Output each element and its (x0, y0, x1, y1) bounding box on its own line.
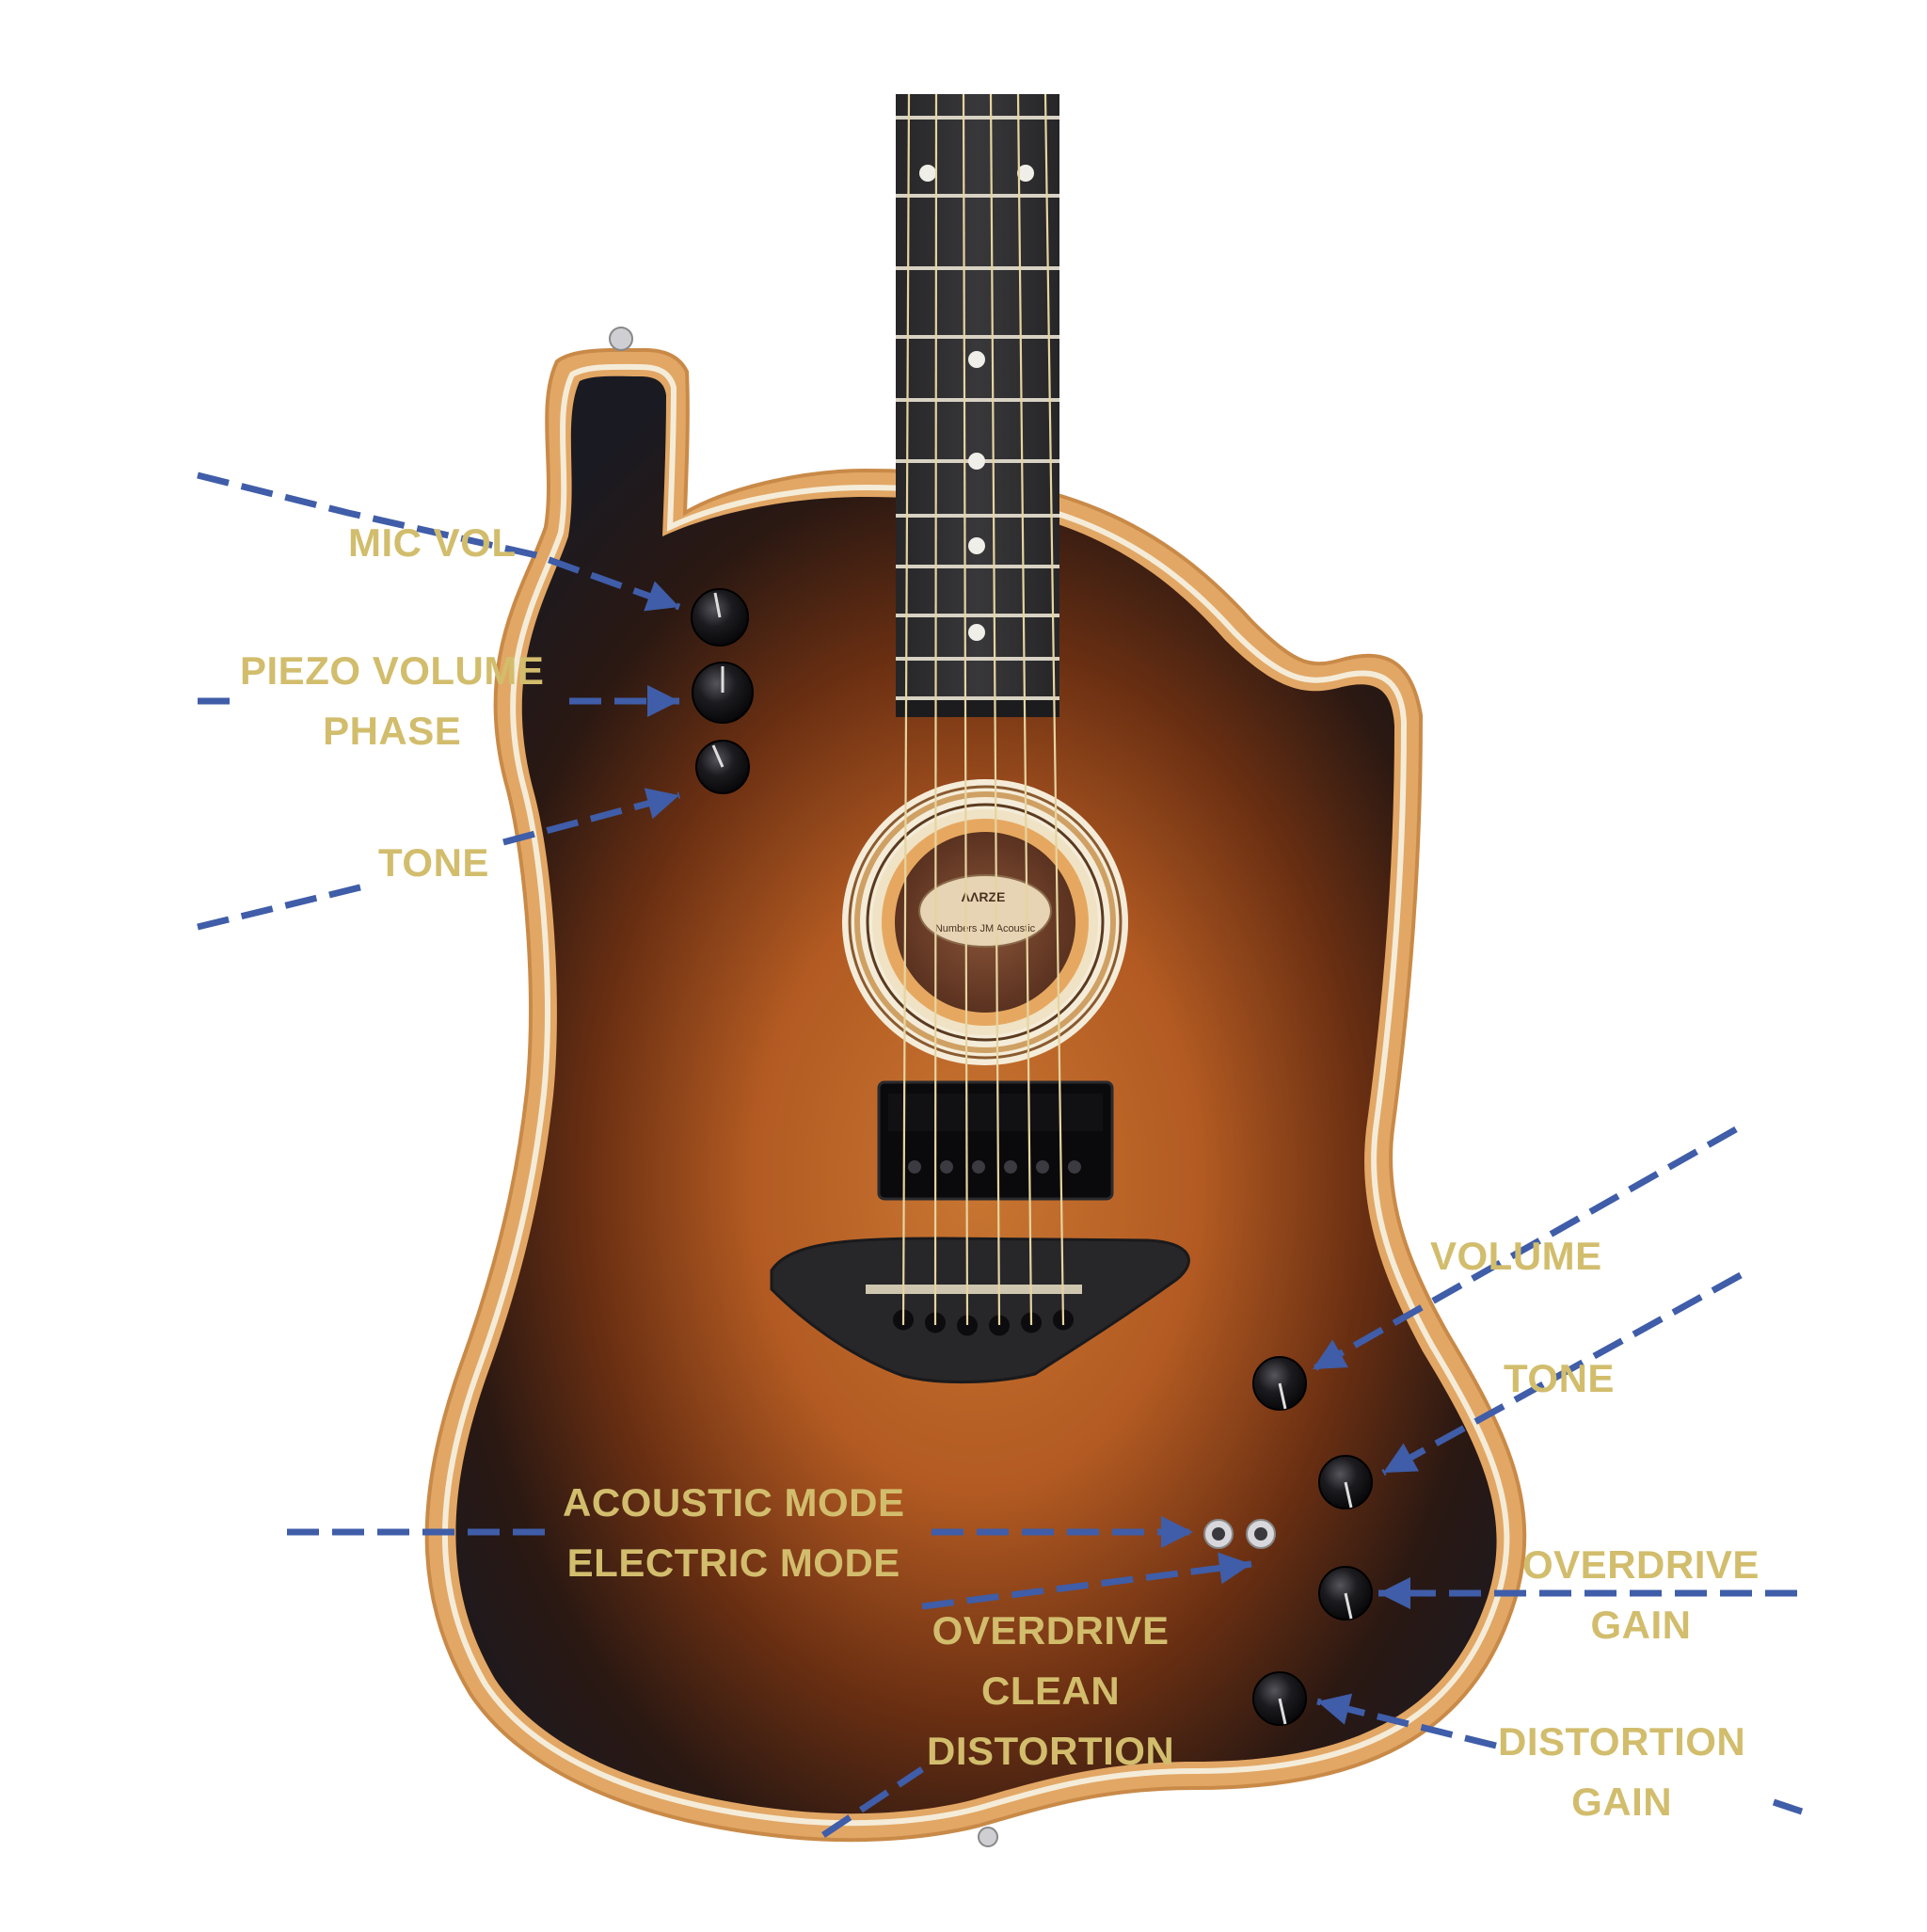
label-tone-lower-text: TONE (1504, 1356, 1615, 1400)
pole-piece (908, 1160, 921, 1174)
label-distortion-gain-text-2: GAIN (1571, 1780, 1673, 1824)
label-phase-text: PHASE (323, 709, 462, 753)
label-acoustic-mode-text: ACOUSTIC MODE (563, 1480, 905, 1525)
fret-inlay (968, 624, 985, 641)
string (1016, 93, 1033, 1326)
arrow-mode-switch-head-icon (1218, 1552, 1251, 1585)
fret-inlay (968, 453, 985, 470)
arrow-distortion-gain-tail-icon (1772, 1798, 1804, 1815)
piezo-tone-knob-icon[interactable] (695, 740, 750, 794)
volume-knob-icon[interactable] (1252, 1356, 1307, 1411)
arrow-mic-vol-head-icon (644, 581, 679, 612)
string (901, 93, 911, 1326)
string (1043, 93, 1065, 1326)
acoustic-electric-toggle-switch-icon[interactable] (1203, 1519, 1234, 1549)
strap-button-bottom (978, 1827, 998, 1847)
soundhole-brand: ΛΛRZE (962, 889, 1006, 904)
neck-pickup (877, 1080, 1114, 1201)
pole-piece (1036, 1160, 1049, 1174)
arrow-mode-switch-icon (921, 1560, 1252, 1610)
arrow-overdrive-gain-head-icon (1378, 1577, 1410, 1609)
arrow-piezo-volume-2-head-icon (647, 685, 679, 717)
piezo-volume-phase-knob-icon[interactable] (692, 662, 754, 724)
arrow-tone-lower-head-icon (1383, 1443, 1419, 1473)
label-mode-distortion-text: DISTORTION (927, 1729, 1175, 1773)
label-overdrive-clean-distortion: OVERDRIVE CLEAN DISTORTION (927, 1611, 1174, 1771)
label-distortion-gain-text-1: DISTORTION (1498, 1719, 1746, 1764)
strap-button-top (609, 327, 633, 351)
label-piezo-volume-text: PIEZO VOLUME (240, 648, 545, 693)
arrow-volume-head-icon (1313, 1339, 1348, 1369)
string (933, 93, 938, 1326)
bridge-pin (957, 1315, 978, 1336)
label-mode-clean-text: CLEAN (981, 1669, 1121, 1713)
label-distortion-gain: DISTORTION GAIN (1498, 1722, 1745, 1822)
upper-knobs (691, 588, 754, 794)
lower-knobs (1252, 1356, 1373, 1726)
distortion-gain-knob-icon[interactable] (1252, 1671, 1307, 1726)
bridge-pin (989, 1315, 1010, 1336)
toggle-switches (1203, 1519, 1276, 1549)
label-mic-vol: MIC VOL (348, 523, 517, 563)
soundhole (842, 779, 1128, 1065)
arrow-tone-lower-icon (1381, 1271, 1743, 1477)
bridge (770, 1237, 1190, 1384)
overdrive-gain-knob-icon[interactable] (1318, 1566, 1373, 1621)
mic-vol-knob-icon[interactable] (691, 588, 749, 647)
arrow-volume-icon (1311, 1126, 1738, 1373)
arrow-distortion-gain-head-icon (1317, 1693, 1353, 1725)
label-mode-overdrive-text: OVERDRIVE (932, 1608, 1170, 1653)
label-electric-mode-text: ELECTRIC MODE (566, 1541, 900, 1585)
tone-knob-icon[interactable] (1318, 1455, 1373, 1509)
label-mic-vol-text: MIC VOL (348, 520, 517, 565)
arrow-tone-upper-icon (197, 881, 373, 931)
fret-inlay (968, 537, 985, 554)
string (962, 93, 969, 1326)
soundhole-model: Numbers JM Acoustic (935, 923, 1036, 934)
label-acoustic-electric-mode: ACOUSTIC MODE ELECTRIC MODE (563, 1483, 905, 1583)
arrow-mic-vol-icon (197, 471, 681, 611)
label-tone-lower: TONE (1504, 1359, 1615, 1398)
label-volume-text: VOLUME (1430, 1234, 1602, 1278)
fret-inlay (1017, 165, 1034, 182)
label-overdrive-gain: OVERDRIVE GAIN (1522, 1545, 1760, 1645)
pole-piece (1004, 1160, 1017, 1174)
arrow-mode-switch-tail-icon (821, 1766, 924, 1838)
fret-inlay (968, 351, 985, 368)
label-overdrive-gain-text-2: GAIN (1590, 1603, 1692, 1647)
label-volume: VOLUME (1430, 1237, 1602, 1276)
pole-piece (1068, 1160, 1081, 1174)
label-tone-upper-text: TONE (378, 840, 489, 885)
arrow-tone-upper-2-head-icon (644, 788, 679, 820)
pole-piece (972, 1160, 985, 1174)
label-tone-upper: TONE (378, 843, 489, 883)
fret-inlay (919, 165, 936, 182)
label-piezo-volume-phase: PIEZO VOLUME PHASE (240, 651, 544, 751)
pole-piece (940, 1160, 953, 1174)
fretboard (896, 94, 1059, 717)
string (989, 93, 1001, 1326)
overdrive-clean-distortion-toggle-switch-icon[interactable] (1246, 1519, 1276, 1549)
arrow-acoustic-mode-2-head-icon (1161, 1516, 1193, 1548)
label-overdrive-gain-text-1: OVERDRIVE (1522, 1542, 1760, 1587)
